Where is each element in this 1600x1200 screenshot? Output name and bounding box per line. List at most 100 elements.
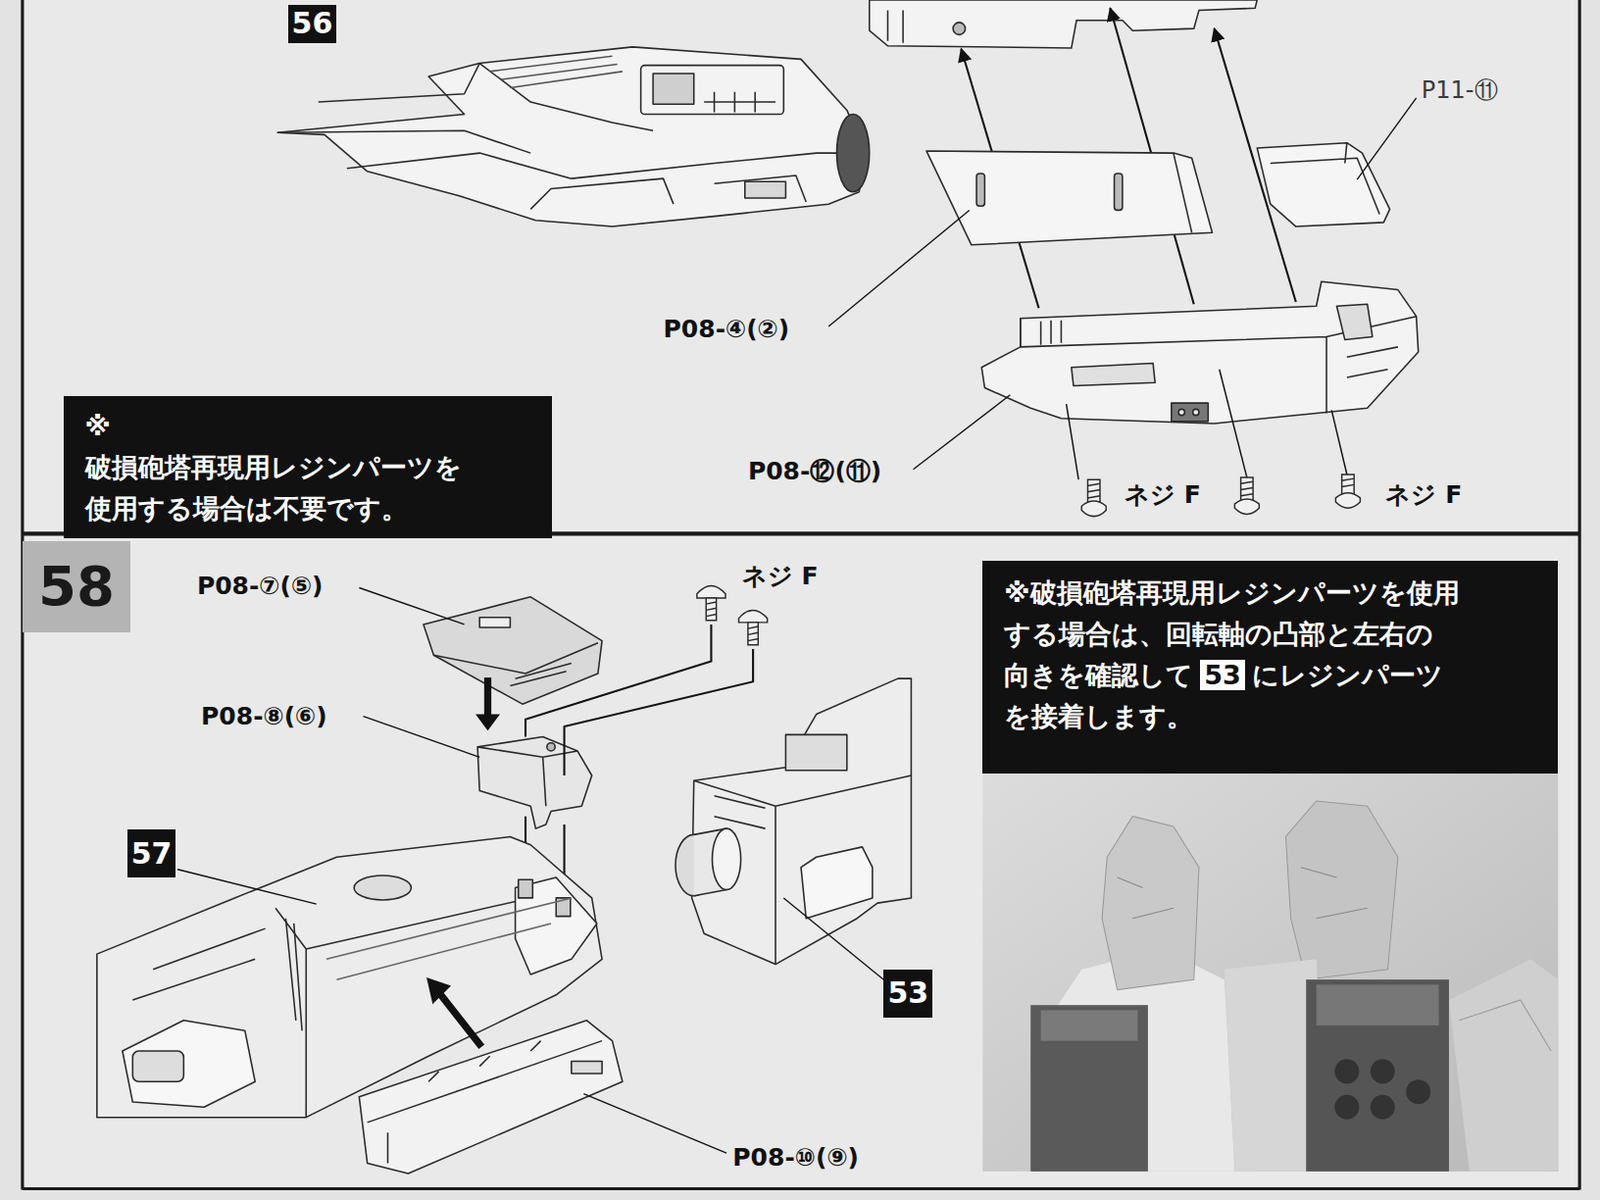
callout-number: 53 xyxy=(883,969,933,1018)
assembly-56 xyxy=(641,65,785,115)
assembly-57 xyxy=(132,928,265,1000)
block-part xyxy=(1178,408,1185,415)
resin-photo xyxy=(1370,1095,1396,1120)
resin-photo xyxy=(1305,979,1450,1172)
cover-part xyxy=(479,617,510,628)
page-frame xyxy=(1578,0,1582,1191)
cover-part xyxy=(423,597,602,704)
leader-line xyxy=(177,588,884,1154)
screw xyxy=(697,585,768,645)
block-part xyxy=(547,743,555,751)
bracket-part xyxy=(1270,143,1380,215)
block-part xyxy=(1336,303,1372,340)
leader-line xyxy=(828,209,970,327)
block-part xyxy=(477,736,593,829)
part-label: P08-④(②) xyxy=(663,314,791,345)
part-label: ネジ F xyxy=(1385,480,1462,510)
assembly-56 xyxy=(347,152,572,179)
callout-text: 58 xyxy=(38,558,115,614)
resin-photo xyxy=(982,773,1558,1172)
part-label: P08-⑦(⑤) xyxy=(197,571,324,601)
side-part xyxy=(428,1041,541,1083)
assembly-56 xyxy=(277,130,531,153)
assembly-arrow xyxy=(475,714,500,732)
part-label: P11-⑪ xyxy=(1421,75,1499,104)
turret-part-53 xyxy=(714,796,766,829)
leader-line xyxy=(583,1094,727,1153)
plate-part xyxy=(1173,152,1193,233)
illustration xyxy=(22,0,1580,1191)
assembly-56 xyxy=(318,63,480,103)
upper-assembly xyxy=(887,9,903,43)
turret-part-53 xyxy=(800,847,873,919)
part-label: ネジ F xyxy=(1124,480,1201,510)
turret-part-53 xyxy=(711,828,741,890)
resin-photo xyxy=(1316,984,1440,1026)
screw xyxy=(705,598,716,621)
resin-photo xyxy=(1285,800,1398,980)
step-number: 56 xyxy=(288,4,338,44)
leader-line xyxy=(363,716,481,758)
resin-photo xyxy=(982,773,1558,1172)
part-label: ネジ F xyxy=(742,561,819,592)
resin-photo xyxy=(1458,1000,1551,1051)
callout-text: 53 xyxy=(887,978,929,1008)
block-part xyxy=(1171,402,1208,422)
block-part xyxy=(477,736,593,829)
assembly-arrow xyxy=(441,995,483,1048)
turret-part-53 xyxy=(692,678,912,964)
leader-line xyxy=(783,898,884,980)
assembly-wire xyxy=(525,624,753,904)
screw xyxy=(1081,500,1106,517)
side-part xyxy=(367,1041,602,1164)
assembly-arrow xyxy=(426,977,451,1004)
assembly-wire xyxy=(525,624,711,737)
turret-part-53 xyxy=(694,775,912,965)
assembly-56 xyxy=(703,92,776,113)
screw xyxy=(1066,369,1361,517)
part-label: P08-⑫(⑪) xyxy=(748,456,882,487)
callout-text: 57 xyxy=(131,839,173,869)
step-number: 58 xyxy=(22,541,131,634)
assembly-57 xyxy=(132,1050,184,1082)
block-part xyxy=(1347,347,1399,378)
assembly-56 xyxy=(490,55,623,88)
screw xyxy=(1066,403,1079,480)
leader-line xyxy=(828,98,1417,470)
assembly-56 xyxy=(479,63,653,132)
callout-number: 57 xyxy=(127,829,176,878)
assembly-arrow xyxy=(484,677,492,721)
assembly-57 xyxy=(285,918,302,1031)
leader-line xyxy=(1356,98,1416,180)
inline-callout: 53 xyxy=(1199,658,1247,692)
assembly-56 xyxy=(745,181,787,199)
upper-assembly xyxy=(869,0,1258,49)
screw xyxy=(697,585,726,598)
turret-part-53 xyxy=(785,734,847,770)
side-part xyxy=(571,1060,602,1073)
assembly-56 xyxy=(571,152,857,179)
part-label: P08-⑧(⑥) xyxy=(200,701,328,732)
plate-part xyxy=(926,150,1212,246)
cover-part xyxy=(433,643,599,674)
note-box: ※破損砲塔再現用レジンパーツを 使用する場合は不要です。 xyxy=(63,396,553,540)
block-part xyxy=(1193,408,1200,415)
assembly-56 xyxy=(277,47,870,227)
plate-part xyxy=(926,150,1212,246)
screw xyxy=(1331,409,1348,475)
screw xyxy=(1335,493,1360,509)
side-part xyxy=(358,1020,623,1174)
block-part xyxy=(1071,363,1155,387)
upper-assembly xyxy=(869,0,1258,49)
resin-photo xyxy=(1117,867,1368,919)
block-part xyxy=(981,281,1418,424)
resin-photo xyxy=(1334,1058,1359,1084)
callout-text: 53 xyxy=(1203,659,1242,691)
callout-text: 56 xyxy=(292,8,334,39)
screw xyxy=(748,622,758,646)
screw xyxy=(1219,369,1248,478)
cover-part xyxy=(423,597,602,704)
resin-photo xyxy=(1370,1058,1396,1084)
page-frame xyxy=(22,0,1580,1190)
